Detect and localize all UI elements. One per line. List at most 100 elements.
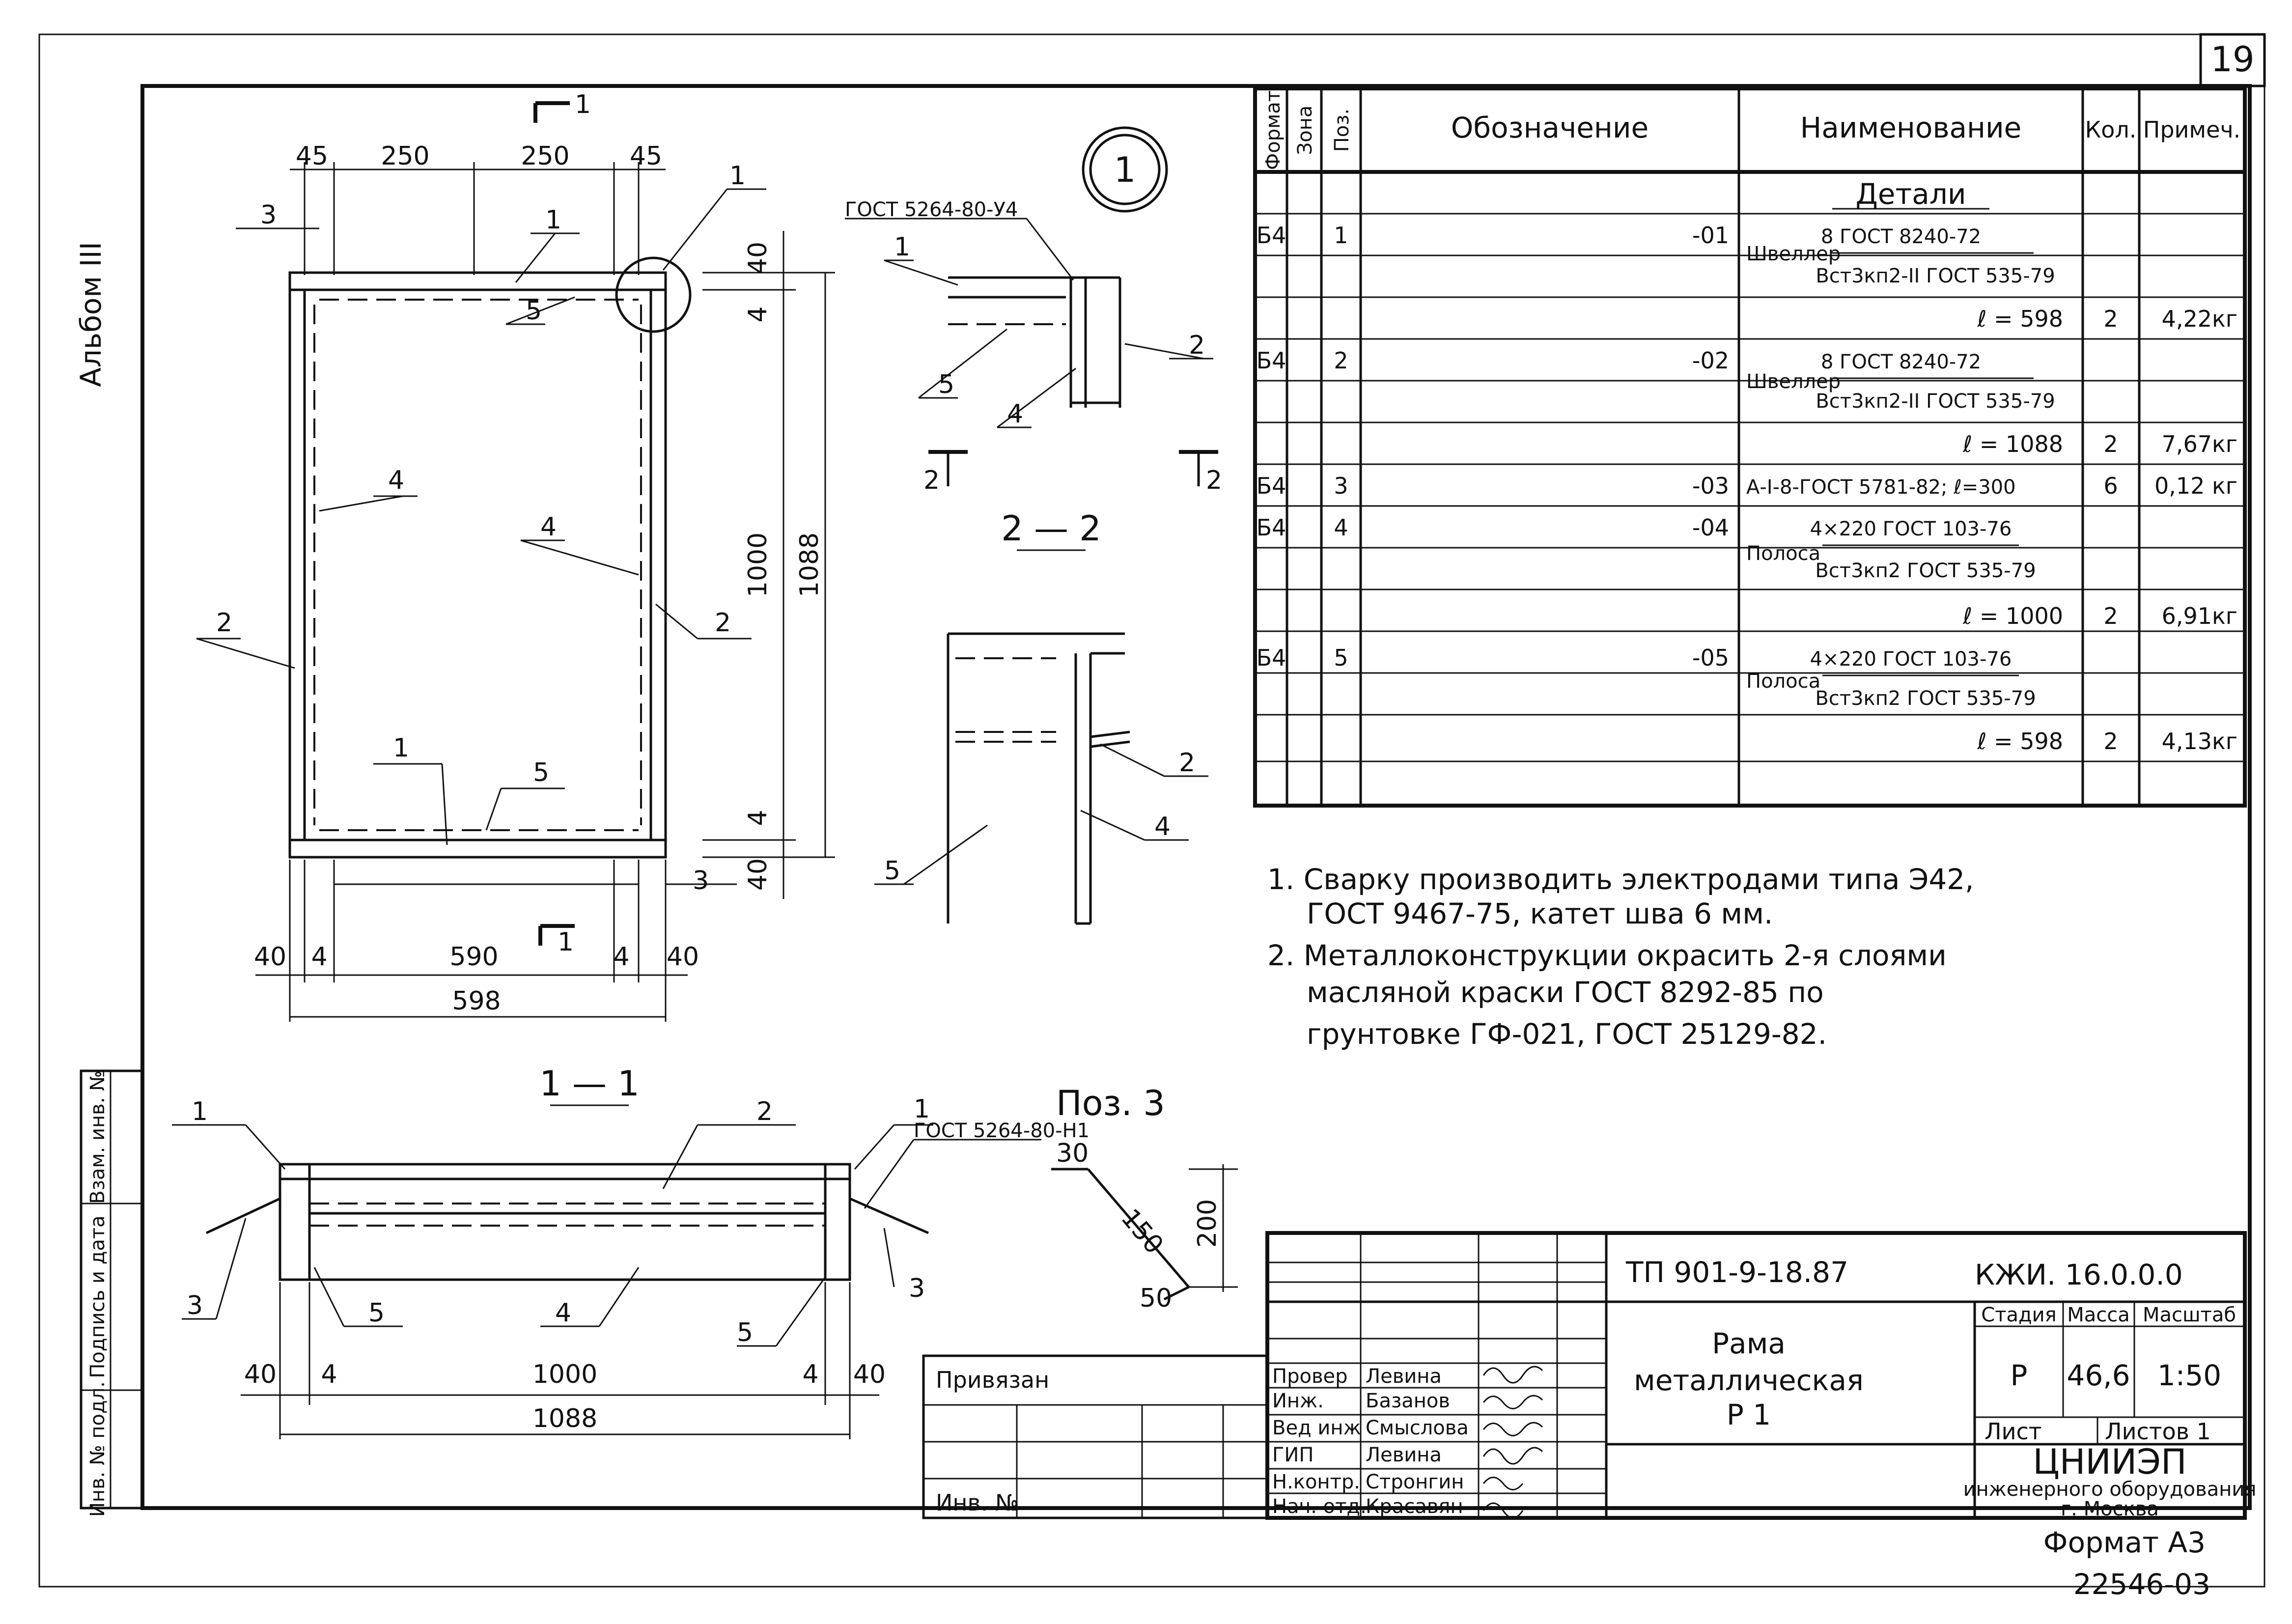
title-name-4: Левина xyxy=(1366,1444,1442,1466)
spec-r1-qty: 2 xyxy=(2103,306,2118,332)
spec-h-name: Наименование xyxy=(1800,111,2022,144)
pos3-title: Поз. 3 xyxy=(1056,1083,1165,1123)
signatures xyxy=(1482,1366,1543,1519)
note-line-2: ГОСТ 9467-75, катет шва 6 мм. xyxy=(1307,897,1773,930)
section-2-title: 2 — 2 xyxy=(1001,508,1101,549)
title-stage: Р xyxy=(2011,1359,2028,1392)
spec-h-note: Примеч. xyxy=(2143,116,2241,143)
outer-frame xyxy=(38,33,2265,1588)
section-2-mark-left: 2 xyxy=(923,466,940,495)
label-1-bottom: 1 xyxy=(393,733,409,763)
title-project: ТП 901-9-18.87 xyxy=(1625,1256,1848,1289)
title-sheets-label: Листов 1 xyxy=(2105,1418,2211,1445)
notes: 1. Сварку производить электродами типа Э… xyxy=(1267,863,1974,1051)
dim-top-45a: 45 xyxy=(296,141,328,171)
spec-r2-fmt: Б4 xyxy=(1257,347,1286,374)
spec-r2-prefix: Швеллер xyxy=(1746,370,1841,393)
spec-r1-length: ℓ = 598 xyxy=(1977,306,2063,332)
dim-top-45b: 45 xyxy=(630,141,662,171)
note-line-3: 2. Металлоконструкции окрасить 2-я слоям… xyxy=(1267,939,1947,972)
spec-r4-code: -04 xyxy=(1692,514,1729,541)
binding-block: Привязан Инв. № xyxy=(922,1354,1269,1519)
node-gost: ГОСТ 5264-80-У4 xyxy=(845,198,1018,221)
title-role-2: Инж. xyxy=(1272,1390,1324,1412)
spec-r1-bottom: Вст3кп2-II ГОСТ 535-79 xyxy=(1816,265,2055,287)
node-label-1: 1 xyxy=(894,232,910,262)
section-1-dim-1000: 1000 xyxy=(532,1360,597,1389)
title-name-3: Смыслова xyxy=(1366,1417,1469,1439)
side-stamp-inv: Инв. № подл. xyxy=(86,1381,109,1517)
spec-r2-bottom: Вст3кп2-II ГОСТ 535-79 xyxy=(1816,390,2055,413)
title-org-2: инженерного оборудования xyxy=(1963,1478,2257,1501)
title-code: КЖИ. 16.0.0.0 xyxy=(1975,1258,2183,1291)
section-1-label-1-right: 1 xyxy=(914,1094,930,1124)
title-org-1: ЦНИИЭП xyxy=(2033,1442,2186,1482)
spec-r5-code: -05 xyxy=(1692,644,1729,671)
spec-table: Формат Зона Поз. Обозначение Наименовани… xyxy=(1253,86,2247,808)
section-1-label-2: 2 xyxy=(756,1097,773,1126)
spec-r2-note: 7,67кг xyxy=(2162,431,2237,457)
side-stamp-replace: Взам. инв. № xyxy=(86,1070,109,1204)
front-view: 45 250 250 45 40 4 1000 1088 4 40 40 4 5… xyxy=(196,90,835,1022)
section-1-label-1-left: 1 xyxy=(192,1097,208,1126)
spec-r5-qty: 2 xyxy=(2103,728,2118,755)
dim-right-1088: 1088 xyxy=(795,532,824,597)
section-mark-top: 1 xyxy=(575,90,591,119)
spec-r4-fmt: Б4 xyxy=(1257,514,1286,541)
spec-r3-code: -03 xyxy=(1692,473,1729,499)
section-2-label-5: 5 xyxy=(884,856,900,886)
title-role-4: ГИП xyxy=(1272,1444,1314,1466)
label-5-bottom: 5 xyxy=(533,758,549,787)
dim-bottom-40a: 40 xyxy=(254,942,286,972)
spec-r4-qty: 2 xyxy=(2103,603,2118,629)
section-1-dim-40a: 40 xyxy=(244,1360,277,1389)
pos3-dim-30: 30 xyxy=(1056,1139,1089,1168)
dim-right-40b: 40 xyxy=(743,858,773,891)
title-block: Провер Инж. Вед инж ГИП Н.контр. Нач. от… xyxy=(1265,1231,2257,1520)
dim-bottom-598: 598 xyxy=(452,986,501,1016)
spec-r2-top: 8 ГОСТ 8240-72 xyxy=(1821,351,1981,373)
section-mark-bottom: 1 xyxy=(558,927,574,957)
label-4-left: 4 xyxy=(388,466,404,495)
album-label: Альбом III xyxy=(74,242,108,387)
spec-r3-qty: 6 xyxy=(2103,473,2118,499)
section-2-label-4: 4 xyxy=(1154,812,1171,841)
spec-r4-note: 6,91кг xyxy=(2162,603,2237,629)
pos-3: Поз. 3 30 150 200 50 xyxy=(1051,1083,1238,1313)
spec-r5-length: ℓ = 598 xyxy=(1977,728,2063,755)
dim-bottom-4a: 4 xyxy=(311,942,327,972)
node-label-5: 5 xyxy=(938,370,954,399)
pos3-dim-50: 50 xyxy=(1140,1284,1172,1313)
spec-r5-prefix: Полоса xyxy=(1746,670,1820,693)
binding-inv: Инв. № xyxy=(936,1489,1019,1516)
spec-r2-qty: 2 xyxy=(2103,431,2118,457)
spec-h-format: Формат xyxy=(1262,90,1285,170)
label-3-bottom: 3 xyxy=(693,866,709,896)
section-2-label-2: 2 xyxy=(1179,748,1195,778)
spec-r2-length: ℓ = 1088 xyxy=(1962,431,2063,457)
section-1-dim-40b: 40 xyxy=(853,1360,886,1389)
spec-section-title: Детали xyxy=(1855,177,1966,211)
dim-bottom-590: 590 xyxy=(449,942,498,972)
spec-r1-fmt: Б4 xyxy=(1257,222,1286,249)
spec-r1-code: -01 xyxy=(1692,222,1729,249)
spec-r5-top: 4×220 ГОСТ 103-76 xyxy=(1810,648,2012,671)
section-1-title: 1 — 1 xyxy=(539,1064,640,1104)
spec-h-pos: Поз. xyxy=(1331,109,1353,152)
section-2-2: 2 2 2 — 2 2 4 5 xyxy=(874,450,1222,925)
section-1-label-3-right: 3 xyxy=(909,1274,925,1303)
pos3-dim-200: 200 xyxy=(1193,1199,1222,1248)
inner-frame xyxy=(140,84,2252,1510)
side-stamp-sign: Подпись и дата xyxy=(86,1215,109,1378)
spec-h-designation: Обозначение xyxy=(1451,111,1649,144)
dim-top-250a: 250 xyxy=(381,141,429,171)
spec-r3-name: А-I-8-ГОСТ 5781-82; ℓ=300 xyxy=(1746,476,2016,499)
spec-r5-bottom: Вст3кп2 ГОСТ 535-79 xyxy=(1815,687,2036,710)
title-name-6: Красавян xyxy=(1366,1495,1463,1518)
spec-h-zone: Зона xyxy=(1294,106,1316,155)
spec-r1-note: 4,22кг xyxy=(2162,306,2237,332)
spec-r4-prefix: Полоса xyxy=(1746,542,1820,565)
spec-r3-note: 0,12 кг xyxy=(2154,473,2237,499)
binding-label: Привязан xyxy=(936,1367,1049,1393)
spec-r5-pos: 5 xyxy=(1334,644,1348,671)
